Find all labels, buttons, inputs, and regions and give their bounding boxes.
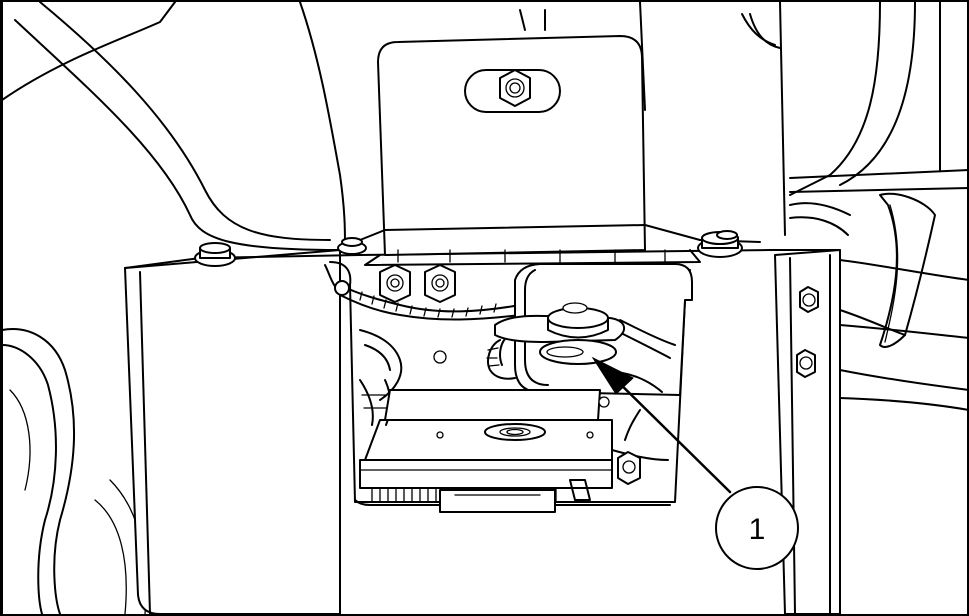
bolt-mid [337,237,367,255]
lower-right-fitting [617,451,641,485]
side-bolt-lower [796,349,816,378]
bolt-right [697,230,743,258]
callout-label-1: 1 [749,513,766,546]
callout-leader-1 [591,356,732,494]
bolt-left [194,242,236,267]
frame-bolts [194,230,819,378]
callout-arrowhead-1 [591,356,634,395]
callout-circle-1 [715,486,799,570]
side-bolt-upper [799,286,819,313]
fittings [379,264,456,364]
mounting-bolt [494,302,625,365]
callout-1: 1 [715,486,799,570]
lower-mechanism [359,389,669,513]
upper-right-housing [519,1,969,411]
hinge-segments [397,249,666,263]
fitting-right [424,264,456,303]
wire-harness [324,261,521,380]
mounting-bracket [344,35,761,266]
top-nut [499,69,531,107]
fitting-left [379,264,411,303]
